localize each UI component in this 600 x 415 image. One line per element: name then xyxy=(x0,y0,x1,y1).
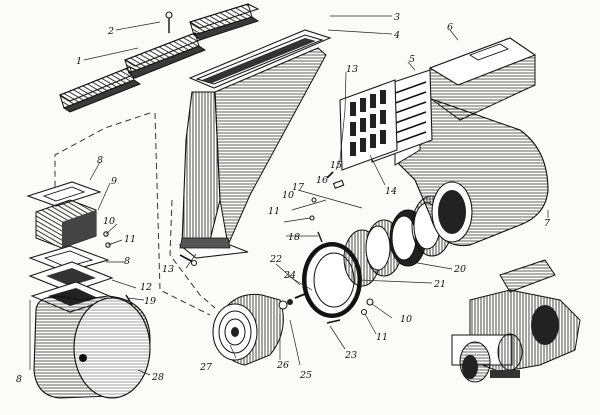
label-10-right: 10 xyxy=(400,314,412,325)
label-22: 22 xyxy=(269,254,282,265)
insert-part-9 xyxy=(35,199,97,249)
impeller-part-27 xyxy=(212,293,284,366)
label-18: 18 xyxy=(288,232,300,243)
top-box-part-6 xyxy=(428,37,537,121)
label-4: 4 xyxy=(393,30,400,41)
label-10-left: 10 xyxy=(103,216,115,227)
label-28: 28 xyxy=(151,372,164,383)
leader-lines xyxy=(29,15,549,376)
dashed-connector-2 xyxy=(154,112,211,316)
label-9: 9 xyxy=(111,176,117,187)
fan-housing-part-28 xyxy=(33,295,151,399)
label-11-left: 11 xyxy=(124,234,136,245)
flange-part-12 xyxy=(28,261,114,293)
label-21: 21 xyxy=(433,279,446,290)
label-12: 12 xyxy=(140,282,152,293)
label-15: 15 xyxy=(330,160,342,171)
label-16: 16 xyxy=(316,175,328,186)
transition-duct-part-4 xyxy=(178,47,327,259)
label-17: 17 xyxy=(292,182,305,193)
label-26: 26 xyxy=(276,360,289,371)
label-10-mid: 10 xyxy=(282,190,294,201)
label-8-bottom: 8 xyxy=(16,374,22,385)
dashed-connector-1 xyxy=(54,112,151,195)
label-8-top: 8 xyxy=(97,155,103,166)
nut-washer-10-11-right xyxy=(360,298,374,316)
label-11-mid: 11 xyxy=(268,206,280,217)
label-14: 14 xyxy=(385,186,397,197)
label-1: 1 xyxy=(76,56,82,67)
label-8-middle: 8 xyxy=(124,256,130,267)
grille-slat-right xyxy=(188,3,260,41)
label-11-right: 11 xyxy=(376,332,388,343)
label-23: 23 xyxy=(344,350,357,361)
label-2: 2 xyxy=(107,26,114,37)
main-housing-part-7 xyxy=(394,94,549,247)
grille-slat-left xyxy=(58,66,142,113)
label-24: 24 xyxy=(283,270,296,281)
label-13-left: 13 xyxy=(162,264,174,275)
grille-slat-middle xyxy=(123,32,207,79)
label-13-top: 13 xyxy=(346,64,358,75)
flange-part-8-middle xyxy=(28,245,110,273)
label-7: 7 xyxy=(544,218,551,229)
flange-part-8-top xyxy=(26,181,102,207)
label-5: 5 xyxy=(409,54,415,65)
bolt-part-23 xyxy=(326,319,341,324)
duct-frame-part-3 xyxy=(188,29,332,89)
label-27: 27 xyxy=(199,362,213,373)
grille-panel-part-14 xyxy=(339,79,398,171)
label-25: 25 xyxy=(299,370,312,381)
screw-part-2 xyxy=(165,11,173,33)
label-6: 6 xyxy=(447,22,453,33)
shaft-washer-part-26 xyxy=(278,299,293,310)
label-20: 20 xyxy=(453,264,466,275)
assembled-unit-view xyxy=(451,259,581,383)
label-19: 19 xyxy=(144,296,156,307)
dashed-connector-3 xyxy=(169,199,216,309)
label-3: 3 xyxy=(394,12,400,23)
